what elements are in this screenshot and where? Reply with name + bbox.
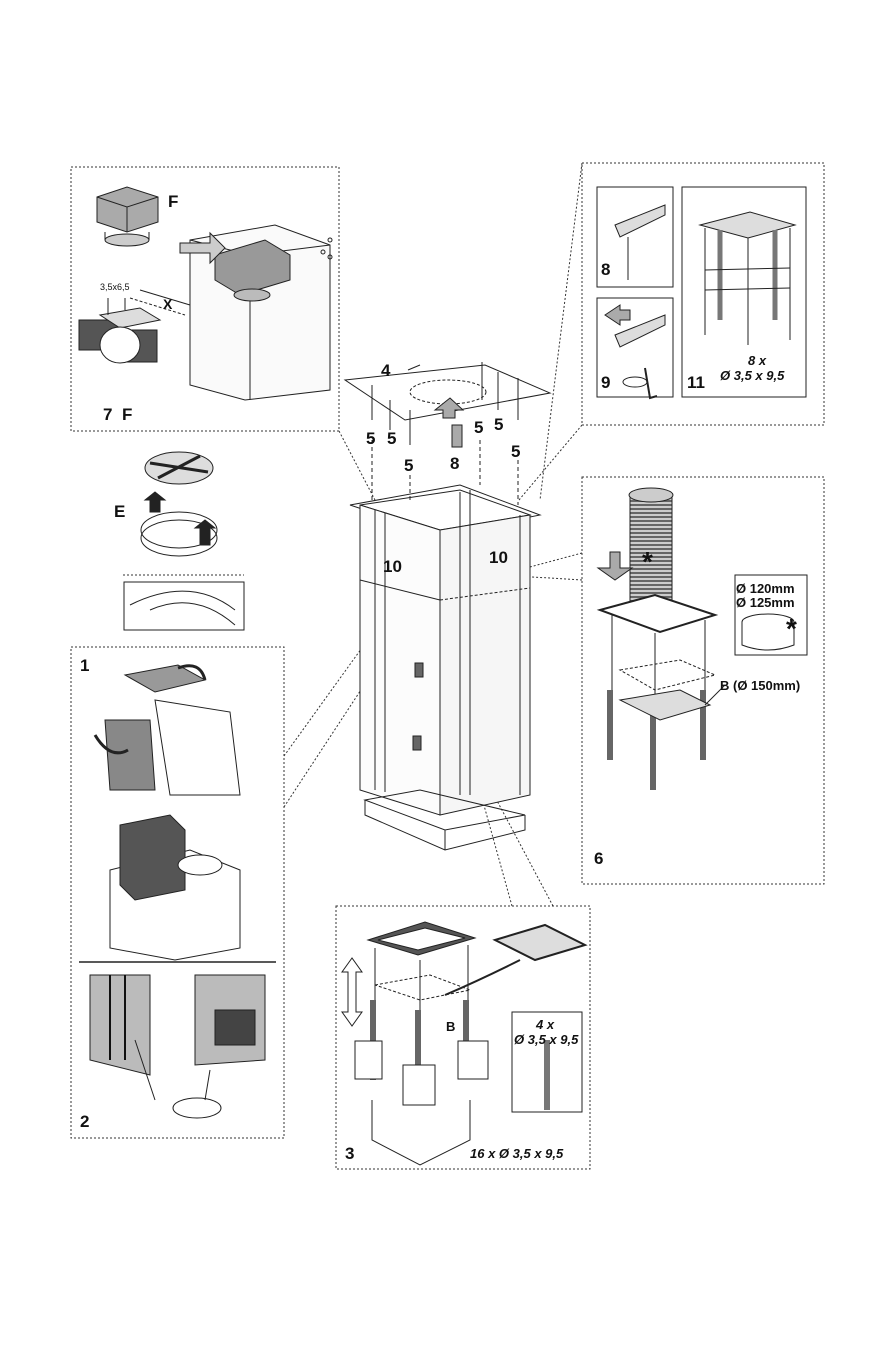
step-9-label: 9 bbox=[601, 373, 611, 392]
step-8-label: 8 bbox=[601, 260, 611, 279]
callout-10-right: 10 bbox=[489, 548, 508, 567]
callout-10-left: 10 bbox=[383, 557, 402, 576]
callout-5-b: 5 bbox=[387, 429, 397, 448]
panel-7-number: 7 bbox=[103, 405, 113, 424]
step-1-label: 1 bbox=[80, 656, 90, 675]
panel-3-frame bbox=[335, 905, 591, 1170]
panel-11-frame bbox=[581, 162, 825, 426]
panel-1-2-drawing bbox=[79, 664, 276, 1119]
callout-4: 4 bbox=[381, 361, 391, 380]
panel-3-drawing bbox=[341, 921, 588, 1166]
step-11-label: 11 bbox=[687, 373, 705, 392]
callout-5-a: 5 bbox=[366, 429, 376, 448]
panel-6-asterisk-adapter: * bbox=[786, 613, 797, 644]
panel-7-label-f-top: F bbox=[168, 192, 179, 211]
callout-5-d: 5 bbox=[474, 418, 484, 437]
panel-6-dia-125: Ø 125mm bbox=[736, 595, 795, 610]
callout-5-c: 5 bbox=[404, 456, 414, 475]
panel-11-screw-qty: 8 x bbox=[748, 353, 767, 368]
main-hood bbox=[343, 362, 552, 851]
panel-7-label-f-bottom: F bbox=[122, 405, 133, 424]
callout-5-f: 5 bbox=[511, 442, 521, 461]
step-2-label: 2 bbox=[80, 1112, 90, 1131]
panel-3-bottom-screws: 16 x Ø 3,5 x 9,5 bbox=[470, 1146, 564, 1161]
panel-e-label: E bbox=[114, 502, 126, 521]
panel-7-frame bbox=[70, 166, 340, 432]
panel-6-drawing bbox=[596, 487, 808, 790]
panel-6-asterisk-duct: * bbox=[642, 546, 653, 577]
panel-7-drawing bbox=[78, 186, 333, 401]
panel-3-number: 3 bbox=[345, 1144, 355, 1163]
panel-3-label-b: B bbox=[446, 1019, 456, 1034]
panel-3-screw-size: Ø 3,5 x 9,5 bbox=[514, 1032, 579, 1047]
panel-7-dim-x: X bbox=[163, 296, 173, 312]
panel-3-screw-qty: 4 x bbox=[536, 1017, 555, 1032]
panel-11-drawing bbox=[596, 186, 807, 400]
panel-11-screw-size: Ø 3,5 x 9,5 bbox=[720, 368, 785, 383]
panel-6-frame bbox=[581, 476, 825, 885]
callout-5-e: 5 bbox=[494, 415, 504, 434]
panel-e-drawing bbox=[123, 451, 245, 631]
panel-7-dim-screw: 3,5x6,5 bbox=[100, 282, 130, 292]
callout-8: 8 bbox=[450, 454, 460, 473]
panel-6-number: 6 bbox=[594, 849, 604, 868]
panel-6-dia-120: Ø 120mm bbox=[736, 581, 795, 596]
panel-6-label-b: B (Ø 150mm) bbox=[720, 678, 801, 693]
